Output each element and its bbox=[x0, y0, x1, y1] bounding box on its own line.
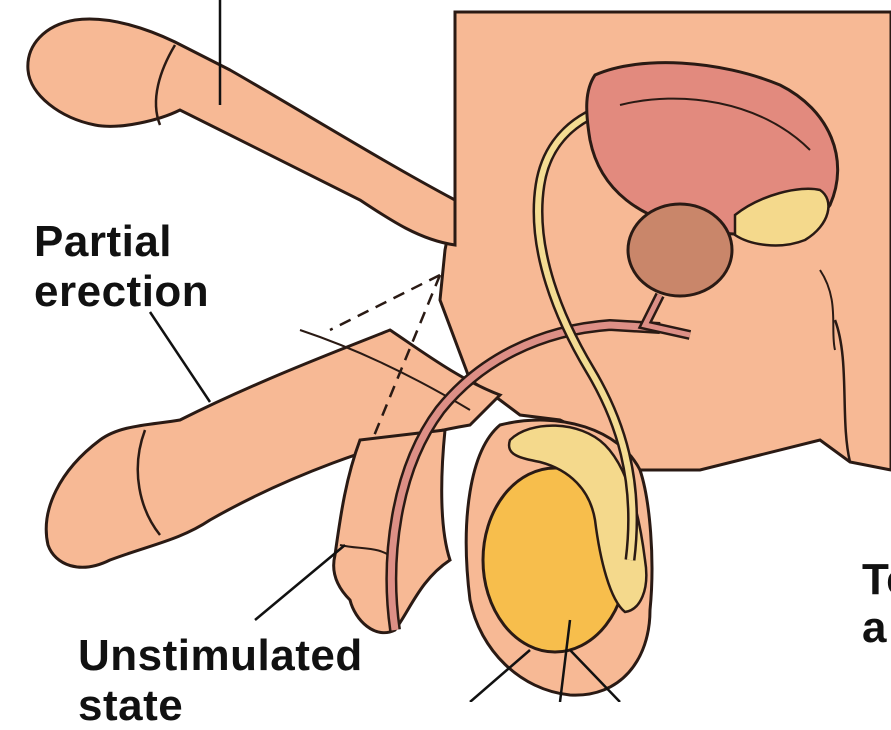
label-unstimulated-line2: state bbox=[78, 682, 183, 730]
label-right-partial-line2: a bbox=[862, 604, 887, 652]
label-right-partial-line1: Te bbox=[862, 556, 891, 604]
leader-partial bbox=[150, 312, 210, 402]
anatomy-diagram: Partial erection Unstimulated state Te a bbox=[0, 0, 891, 702]
label-unstimulated-line1: Unstimulated bbox=[78, 632, 363, 680]
anatomy-illustration bbox=[0, 0, 891, 702]
prostate bbox=[628, 204, 732, 296]
label-partial-erection-line2: erection bbox=[34, 268, 209, 316]
penis-erect bbox=[28, 19, 455, 245]
label-partial-erection-line1: Partial bbox=[34, 218, 172, 266]
leader-unstim bbox=[255, 545, 345, 620]
